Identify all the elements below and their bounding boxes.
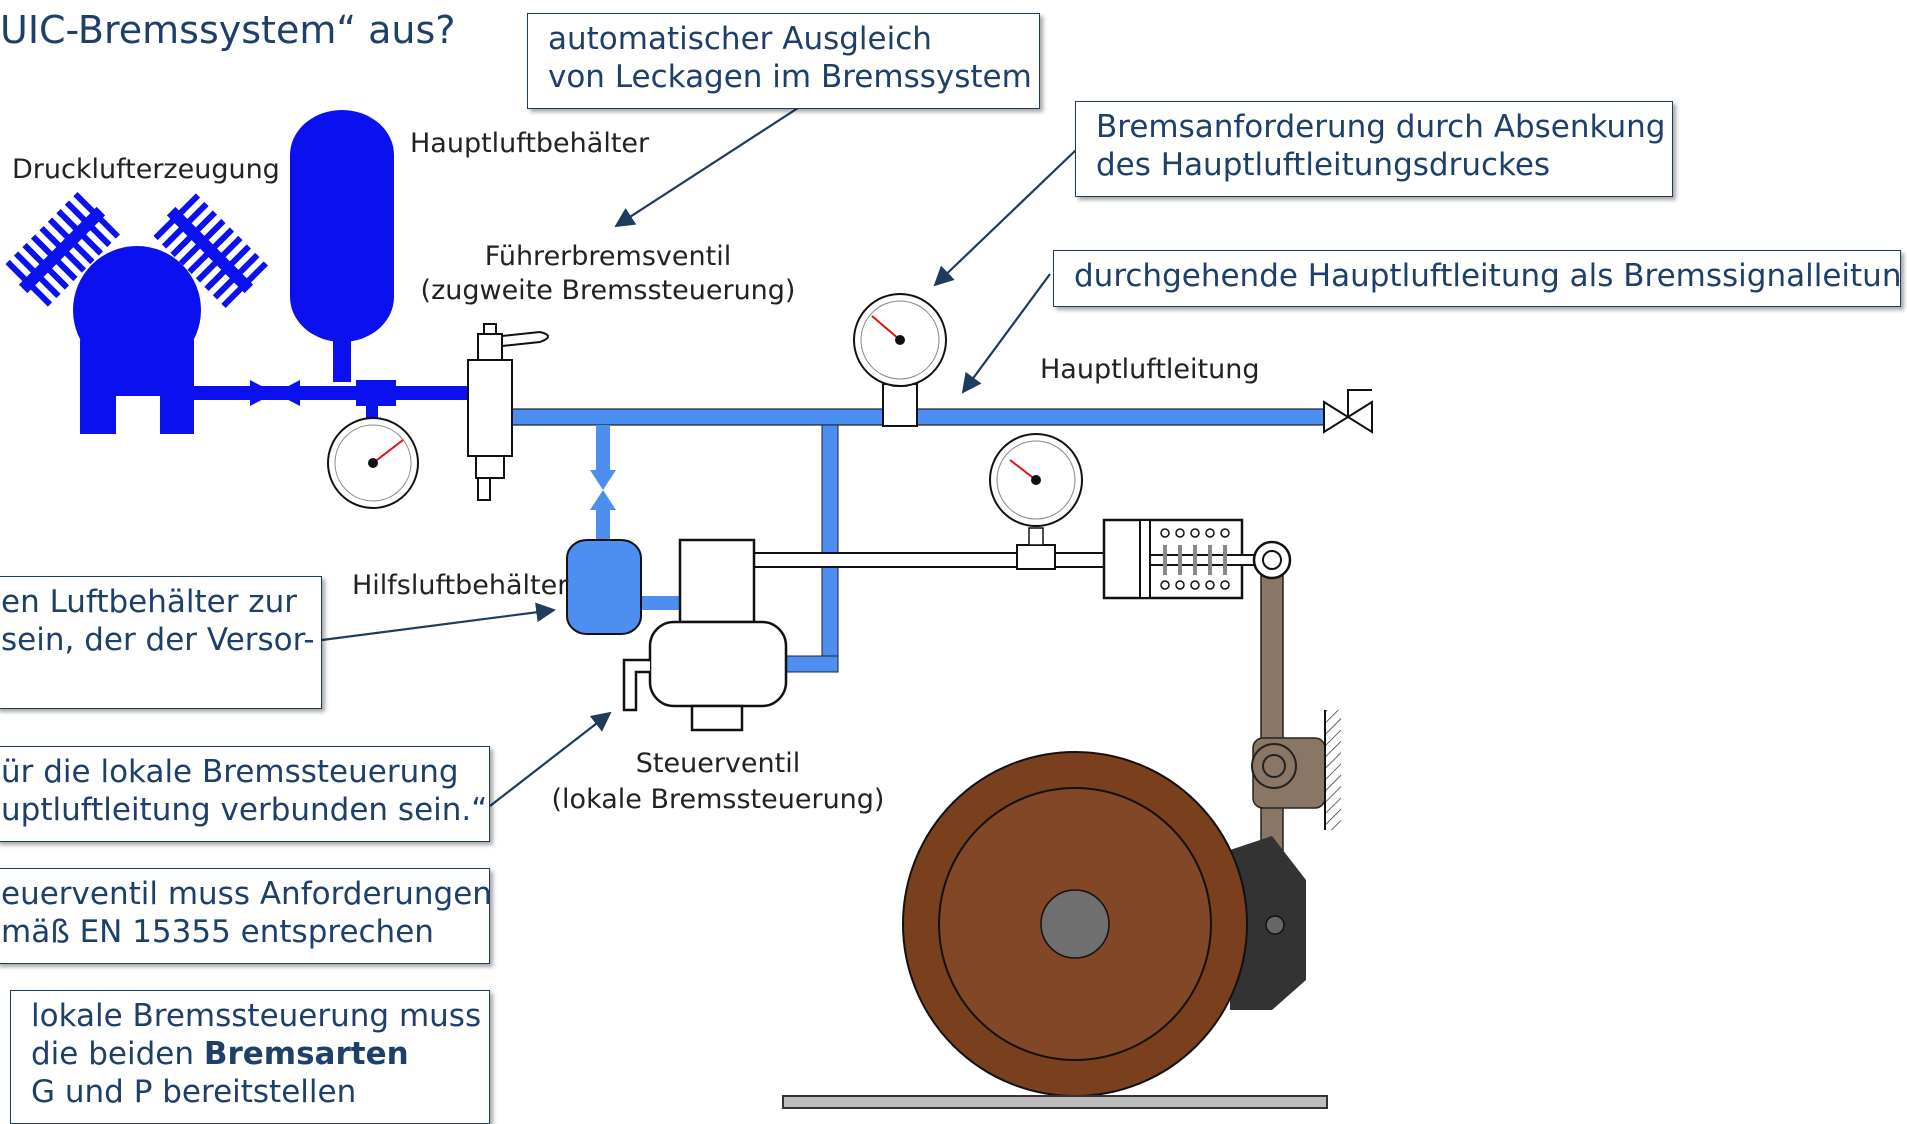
callout-connectors xyxy=(321,107,1077,807)
pressure-gauge-main-pipe xyxy=(853,293,947,427)
brake-cylinder-icon xyxy=(1102,518,1261,600)
brake-shoe-icon xyxy=(1230,836,1306,1010)
driver-brake-valve-icon xyxy=(467,323,549,501)
callout-brake-request: Bremsanforderung durch Absenkung des Hau… xyxy=(1075,101,1673,197)
label-control-valve-sub: (lokale Bremssteuerung) xyxy=(552,784,885,815)
label-aux-tank: Hilfsluftbehälter xyxy=(352,570,569,601)
callout-brake-modes: lokale Bremssteuerung muss die beiden Br… xyxy=(10,990,490,1124)
label-control-valve: Steuerventil xyxy=(636,748,800,779)
callout-aux-reservoir: en Luftbehälter zur sein, der der Versor… xyxy=(0,576,322,709)
label-main-pipe: Hauptluftleitung xyxy=(1040,354,1259,385)
callout-local-control: ür die lokale Bremssteuerung uptluftleit… xyxy=(0,746,490,842)
label-main-tank: Hauptluftbehälter xyxy=(410,128,650,159)
pressure-gauge-brake-cylinder xyxy=(989,433,1083,570)
label-compressor: Drucklufterzeugung xyxy=(12,154,280,185)
end-valve-icon xyxy=(1323,389,1373,434)
control-valve-icon xyxy=(622,538,788,732)
main-air-pipe xyxy=(194,380,1325,673)
callout-leakage-compensation: automatischer Ausgleich von Leckagen im … xyxy=(527,13,1040,109)
compressor-icon xyxy=(5,192,268,434)
wheel-icon xyxy=(902,751,1248,1097)
auxiliary-reservoir-icon xyxy=(566,530,642,635)
label-driver-valve: Führerbremsventil xyxy=(485,241,731,272)
main-tank-icon xyxy=(290,110,394,382)
page-title: UIC-Bremssystem“ aus? xyxy=(0,8,456,52)
shutoff-valve-icon xyxy=(250,380,616,510)
callout-signal-line: durchgehende Hauptluftleitung als Bremss… xyxy=(1053,250,1901,307)
pressure-gauge-main-tank xyxy=(327,417,419,509)
label-driver-valve-sub: (zugweite Bremssteuerung) xyxy=(421,275,796,306)
brake-lever-icon xyxy=(1251,540,1341,861)
callout-en-standard: euerventil muss Anforderungen mäß EN 153… xyxy=(0,868,490,964)
rail-icon xyxy=(782,1095,1328,1109)
